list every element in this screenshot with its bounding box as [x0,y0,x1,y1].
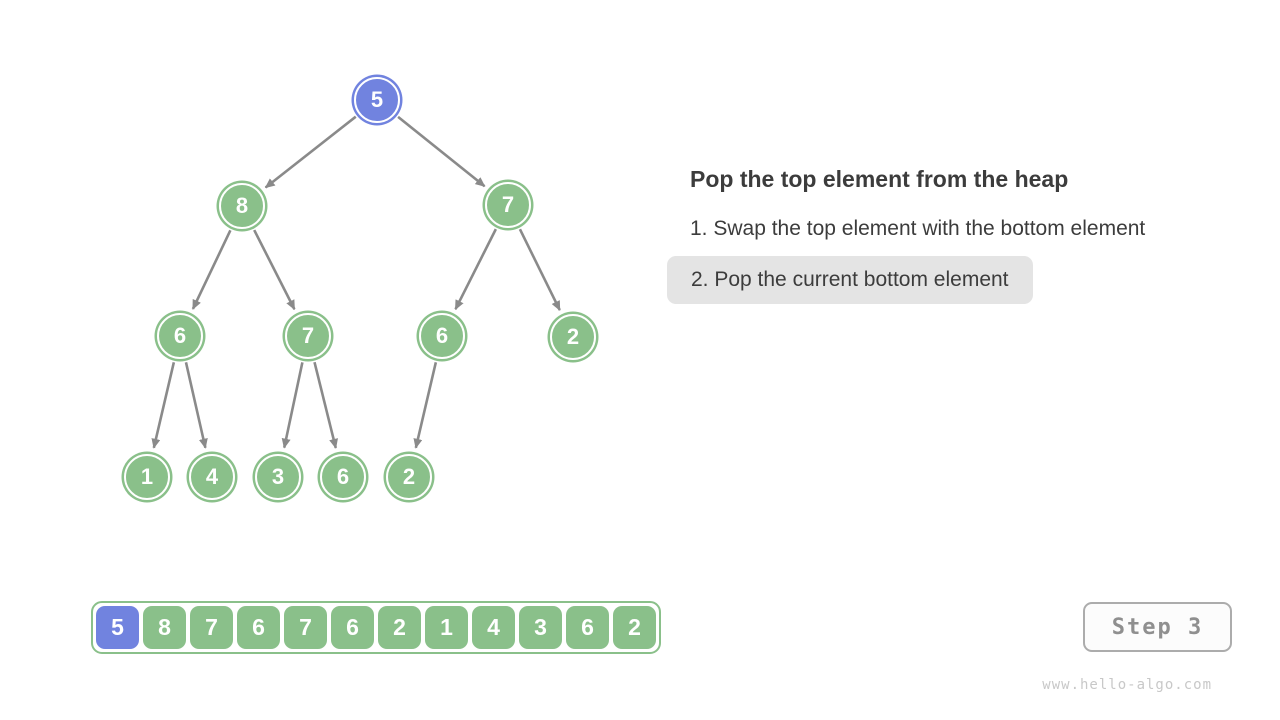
tree-node: 8 [219,183,265,229]
array-cell: 6 [566,606,609,649]
tree-node: 5 [354,77,400,123]
tree-edge [518,228,561,311]
tree-node: 1 [124,454,170,500]
step-badge: Step 3 [1083,602,1232,652]
tree-node: 2 [550,314,596,360]
tree-edge [253,229,296,311]
tree-edge [413,361,438,449]
tree-edge [281,362,304,449]
array-cell: 4 [472,606,515,649]
array-cell: 2 [613,606,656,649]
tree-edge [191,229,232,310]
instructions-panel: Pop the top element from the heap 1. Swa… [667,166,1145,304]
step-label: Step 3 [1111,614,1204,640]
array-cell: 1 [425,606,468,649]
watermark: www.hello-algo.com [1042,677,1212,693]
tree-edge [454,228,498,311]
tree-node: 6 [320,454,366,500]
tree-node: 3 [255,454,301,500]
tree-edge [184,362,208,449]
array-cell: 2 [378,606,421,649]
tree-node: 7 [285,313,331,359]
tree-node: 7 [485,182,531,228]
array-cell: 8 [143,606,186,649]
tree-edge [151,361,176,449]
tree-edges [151,115,561,449]
array-cell: 6 [237,606,280,649]
tree-edge [264,115,357,189]
instruction-item-highlighted: 2. Pop the current bottom element [667,256,1033,304]
instructions-title: Pop the top element from the heap [690,166,1069,192]
array-cell: 6 [331,606,374,649]
tree-edge [313,361,338,449]
tree-node: 4 [189,454,235,500]
instruction-item: 1. Swap the top element with the bottom … [690,217,1146,240]
array-cell: 7 [284,606,327,649]
array-cell: 7 [190,606,233,649]
tree-node: 6 [419,313,465,359]
tree-node: 6 [157,313,203,359]
array-cell: 3 [519,606,562,649]
tree-node: 2 [386,454,432,500]
tree-edge [397,115,486,188]
array-cell: 5 [96,606,139,649]
